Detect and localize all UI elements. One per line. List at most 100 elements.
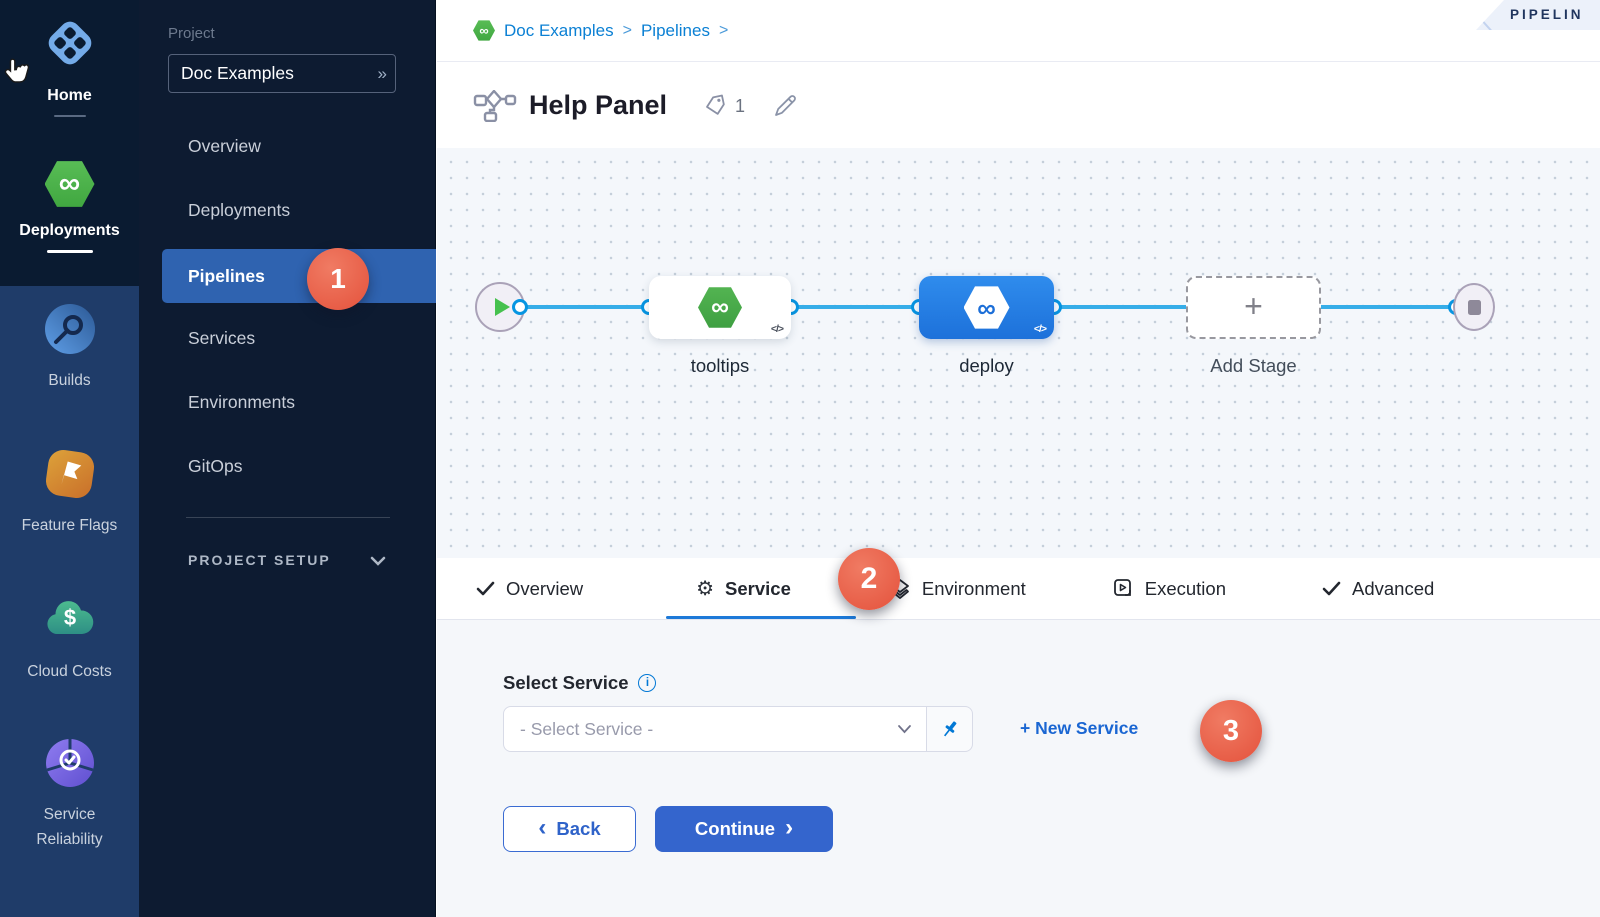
annotation-badge-1: 1 bbox=[307, 248, 369, 310]
tab-label: Overview bbox=[506, 577, 584, 599]
active-tab-underline bbox=[666, 615, 856, 619]
nav-item-gitops[interactable]: GitOps bbox=[188, 456, 243, 476]
sidebar-item-cloud-costs[interactable]: $ Cloud Costs bbox=[0, 594, 139, 684]
execution-play-icon bbox=[1113, 579, 1131, 596]
tab-service[interactable]: ⚙ Service bbox=[696, 578, 791, 600]
continue-button-label: Continue bbox=[694, 818, 776, 839]
label-line-1: Service bbox=[43, 806, 96, 823]
chevron-right-icon: › bbox=[785, 813, 794, 841]
play-icon bbox=[494, 298, 510, 316]
nav-item-pipelines-label: Pipelines bbox=[188, 266, 265, 286]
tab-label: Advanced bbox=[1352, 577, 1435, 599]
sidebar-item-builds[interactable]: Builds bbox=[0, 303, 139, 393]
pipeline-flowchart-icon bbox=[473, 89, 517, 127]
stage-config-tabs: Overview ⚙ Service Environment Execution bbox=[437, 558, 1600, 620]
sidebar-item-label: Service Reliability bbox=[36, 802, 102, 852]
panel-divider bbox=[186, 517, 390, 518]
check-icon bbox=[1322, 581, 1341, 595]
edit-pencil-icon[interactable] bbox=[771, 91, 799, 124]
stage-node-deploy[interactable]: ∞ </> bbox=[919, 276, 1054, 339]
harness-stage-icon: ∞ bbox=[698, 287, 742, 328]
pipeline-canvas[interactable]: ∞ </> ∞ </> + tooltips deploy Add Stage bbox=[437, 148, 1600, 558]
stage-label-tooltips: tooltips bbox=[690, 355, 750, 376]
select-service-label-text: Select Service bbox=[503, 672, 629, 693]
sidebar-item-label: Cloud Costs bbox=[27, 663, 112, 680]
sidebar-item-home[interactable]: Home bbox=[0, 16, 139, 117]
check-icon bbox=[476, 581, 495, 595]
sidebar-item-deployments[interactable]: ∞ Deployments bbox=[0, 158, 139, 253]
tab-environment[interactable]: Environment bbox=[889, 578, 1026, 600]
project-setup-toggle[interactable]: PROJECT SETUP bbox=[188, 552, 386, 568]
stop-icon bbox=[1467, 299, 1481, 315]
tags-indicator[interactable]: 1 bbox=[703, 93, 745, 119]
select-service-label: Select Service i bbox=[503, 672, 657, 694]
home-icon bbox=[43, 16, 97, 75]
new-service-link[interactable]: + New Service bbox=[1020, 718, 1139, 738]
feature-flags-icon bbox=[44, 448, 96, 505]
project-selector[interactable]: Doc Examples » bbox=[168, 54, 396, 93]
back-button[interactable]: ‹ Back bbox=[503, 806, 636, 852]
service-form-area: Select Service i - Select Service - bbox=[437, 620, 1600, 917]
tab-overview[interactable]: Overview bbox=[476, 578, 583, 600]
cloud-costs-icon: $ bbox=[43, 594, 97, 651]
stage-node-tooltips[interactable]: ∞ </> bbox=[649, 276, 791, 339]
tab-advanced[interactable]: Advanced bbox=[1322, 578, 1434, 600]
sidebar-item-label: Builds bbox=[48, 372, 91, 389]
nav-item-deployments[interactable]: Deployments bbox=[188, 200, 291, 220]
harness-project-icon: ∞ bbox=[473, 19, 495, 42]
gear-icon: ⚙ bbox=[696, 577, 715, 600]
page-title: Help Panel bbox=[529, 90, 668, 120]
add-stage-button[interactable]: + bbox=[1186, 276, 1321, 339]
chevron-down-icon bbox=[370, 556, 386, 566]
sidebar-item-label: Feature Flags bbox=[21, 517, 118, 534]
deployments-active-underline bbox=[46, 250, 93, 253]
project-nav-panel: Project Doc Examples » Overview Deployme… bbox=[139, 0, 436, 917]
nav-item-pipelines[interactable]: Pipelines bbox=[162, 249, 436, 303]
breadcrumb-doc-examples[interactable]: Doc Examples bbox=[504, 20, 614, 40]
builds-icon bbox=[44, 303, 96, 360]
deployments-icon: ∞ bbox=[44, 158, 95, 210]
annotation-badge-3: 3 bbox=[1200, 700, 1262, 762]
double-chevron-icon: » bbox=[377, 63, 388, 83]
breadcrumb-separator: > bbox=[622, 21, 632, 39]
service-select-dropdown[interactable]: - Select Service - bbox=[503, 706, 927, 752]
info-icon[interactable]: i bbox=[638, 674, 657, 692]
sidebar-item-label: Home bbox=[47, 87, 92, 104]
project-setup-label: PROJECT SETUP bbox=[188, 552, 331, 568]
tab-label: Environment bbox=[921, 577, 1026, 599]
plus-icon: + bbox=[1244, 287, 1263, 324]
pipeline-end-node[interactable] bbox=[1453, 283, 1495, 331]
nav-item-environments[interactable]: Environments bbox=[188, 392, 295, 412]
nav-item-overview[interactable]: Overview bbox=[188, 136, 261, 156]
title-row: Help Panel 1 VISUAL bbox=[437, 62, 1600, 183]
stage-label-deploy: deploy bbox=[959, 355, 1014, 376]
tab-label: Execution bbox=[1144, 577, 1226, 599]
tab-execution[interactable]: Execution bbox=[1113, 578, 1226, 600]
service-select-group: - Select Service - bbox=[503, 706, 973, 752]
mouse-hand-cursor bbox=[2, 56, 32, 93]
back-button-label: Back bbox=[556, 818, 601, 839]
annotation-badge-2: 2 bbox=[838, 548, 900, 610]
sidebar-item-service-reliability[interactable]: Service Reliability bbox=[0, 738, 139, 852]
ribbon-label: PIPELIN bbox=[1510, 7, 1584, 22]
project-section-label: Project bbox=[168, 25, 215, 42]
sidebar-item-label: Deployments bbox=[19, 222, 120, 239]
chevron-down-icon bbox=[898, 725, 911, 734]
chevron-left-icon: ‹ bbox=[538, 813, 547, 841]
continue-button[interactable]: Continue › bbox=[655, 806, 833, 852]
code-icon: </> bbox=[1033, 323, 1047, 335]
breadcrumb-pipelines[interactable]: Pipelines bbox=[640, 20, 710, 40]
sidebar-item-feature-flags[interactable]: Feature Flags bbox=[0, 448, 139, 538]
nav-item-services[interactable]: Services bbox=[188, 328, 256, 348]
code-icon: </> bbox=[770, 323, 784, 335]
main-content: ∞ Doc Examples > Pipelines > PIPELIN bbox=[437, 0, 1600, 917]
stage-label-add-stage: Add Stage bbox=[1210, 355, 1297, 376]
service-select-placeholder: - Select Service - bbox=[520, 718, 654, 739]
pin-runtime-input-button[interactable] bbox=[927, 706, 973, 752]
tag-count: 1 bbox=[735, 95, 746, 116]
home-underline bbox=[53, 115, 86, 117]
breadcrumb-row: ∞ Doc Examples > Pipelines > bbox=[437, 0, 1600, 62]
pin-icon bbox=[943, 721, 956, 737]
harness-stage-icon: ∞ bbox=[963, 286, 1010, 329]
project-name: Doc Examples bbox=[181, 63, 294, 83]
